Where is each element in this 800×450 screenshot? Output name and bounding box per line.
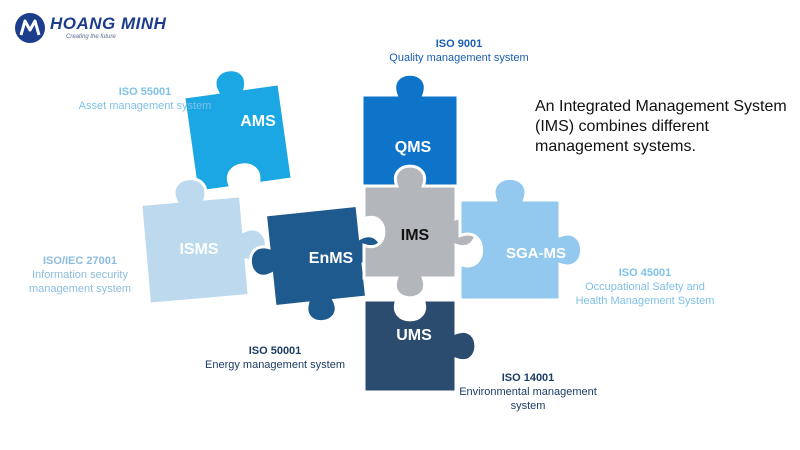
puzzle-piece-qms bbox=[360, 72, 460, 193]
annotation-description: Occupational Safety and Health Managemen… bbox=[575, 281, 715, 307]
annotation-description: Environmental management system bbox=[459, 386, 597, 412]
puzzle-piece-isms bbox=[139, 177, 268, 306]
annotation-standard: ISO 45001 bbox=[618, 267, 672, 279]
annotation-standard: ISO 55001 bbox=[118, 86, 172, 98]
annotation-description: Energy management system bbox=[205, 359, 346, 371]
puzzle-label-qms: QMS bbox=[395, 139, 432, 156]
puzzle-piece-ums bbox=[362, 298, 478, 394]
annotation-standard: ISO 14001 bbox=[501, 372, 555, 384]
brand-tagline: Creating the future bbox=[66, 34, 116, 40]
annotation-standard: ISO/IEC 27001 bbox=[43, 255, 117, 267]
annotation-description: Asset management system bbox=[78, 100, 212, 112]
brand-mark-icon bbox=[15, 13, 45, 43]
puzzle-piece-sgams bbox=[458, 177, 583, 302]
annotation-standard: ISO 9001 bbox=[435, 38, 483, 50]
annotation-description: Quality management system bbox=[389, 52, 529, 64]
puzzle-label-sgams: SGA-MS bbox=[506, 245, 566, 262]
headline-text: An Integrated Management System (IMS) co… bbox=[535, 98, 787, 155]
puzzle-piece-ims bbox=[362, 164, 478, 300]
puzzle-label-ams: AMS bbox=[240, 113, 276, 130]
brand-logo: HOANG MINH Creating the future bbox=[14, 12, 167, 46]
puzzle-label-isms: ISMS bbox=[179, 241, 218, 258]
puzzle-label-ums: UMS bbox=[396, 327, 432, 344]
puzzle-label-ims: IMS bbox=[401, 227, 430, 244]
brand-name: HOANG MINH bbox=[50, 14, 167, 33]
annotation-standard: ISO 50001 bbox=[248, 345, 302, 357]
annotation-description: Information security management system bbox=[28, 269, 132, 295]
puzzle-piece-ams bbox=[182, 68, 294, 194]
puzzle-label-enms: EnMS bbox=[309, 250, 354, 267]
